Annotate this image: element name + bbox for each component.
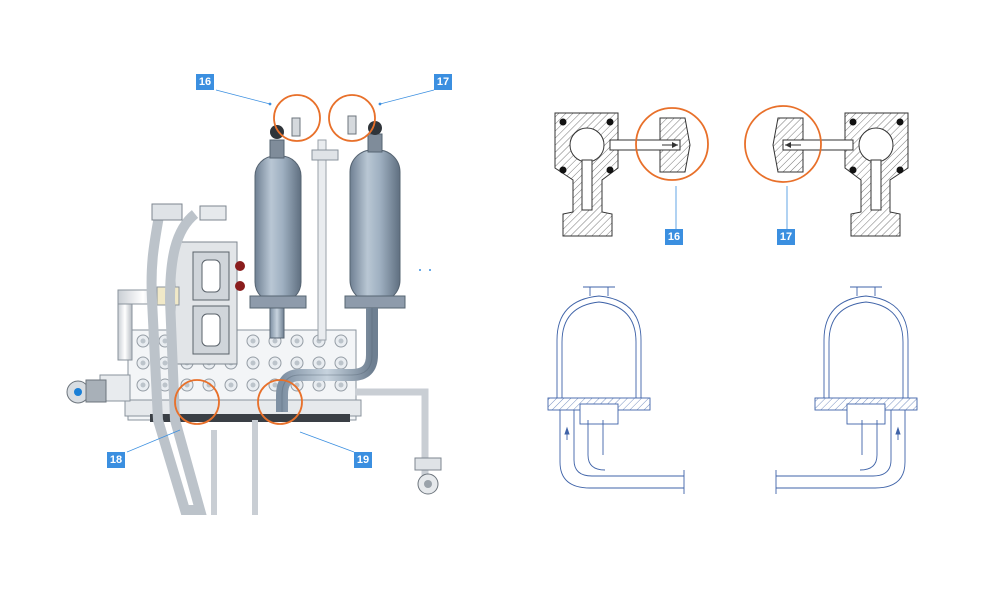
highlight-circle-19 <box>257 379 303 425</box>
callout-19: 19 <box>354 452 372 468</box>
filter-tank-2 <box>276 115 406 412</box>
highlight-circle-section-17 <box>744 105 822 183</box>
highlight-circle-17 <box>328 94 376 142</box>
callout-section-16: 16 <box>665 229 683 245</box>
vertical-pipe-left <box>146 209 207 515</box>
highlight-circle-16 <box>273 94 321 142</box>
filter-tank-1 <box>249 117 307 339</box>
tank-drawing-right <box>775 286 918 494</box>
support-pole <box>317 139 327 341</box>
callout-section-17: 17 <box>777 229 795 245</box>
sensor-head <box>151 203 183 221</box>
tank-drawing-left <box>547 286 685 494</box>
highlight-circle-section-16 <box>635 107 709 181</box>
section-view-17 <box>744 105 909 237</box>
outlet-pipe-right <box>355 388 442 495</box>
callout-17: 17 <box>434 74 452 90</box>
leader-lines-left <box>126 89 435 453</box>
section-view-16 <box>554 107 709 237</box>
control-box <box>156 241 245 365</box>
callout-18: 18 <box>107 452 125 468</box>
highlight-circle-18 <box>174 379 220 425</box>
inlet-fitting-left <box>66 289 169 404</box>
callout-16: 16 <box>196 74 214 90</box>
machine-3d-view <box>66 89 442 515</box>
